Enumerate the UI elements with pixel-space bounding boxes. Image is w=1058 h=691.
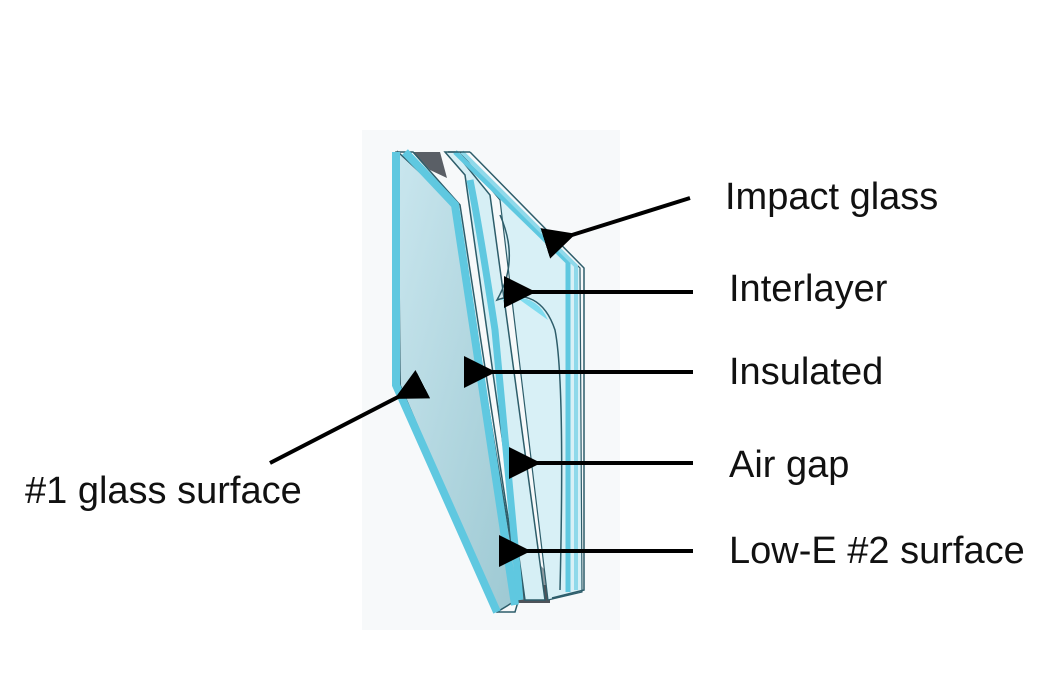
top-spacer <box>413 152 447 178</box>
label-low-e-surface: Low-E #2 surface <box>729 530 1025 572</box>
label-interlayer: Interlayer <box>729 268 888 310</box>
label-insulated: Insulated <box>729 351 884 393</box>
label-impact-glass: Impact glass <box>725 176 939 218</box>
arrow-impact-glass <box>540 196 691 259</box>
arrow-glass-surface-1 <box>269 369 431 465</box>
label-glass-surface-1: #1 glass surface <box>25 470 302 512</box>
label-air-gap: Air gap <box>729 444 850 486</box>
